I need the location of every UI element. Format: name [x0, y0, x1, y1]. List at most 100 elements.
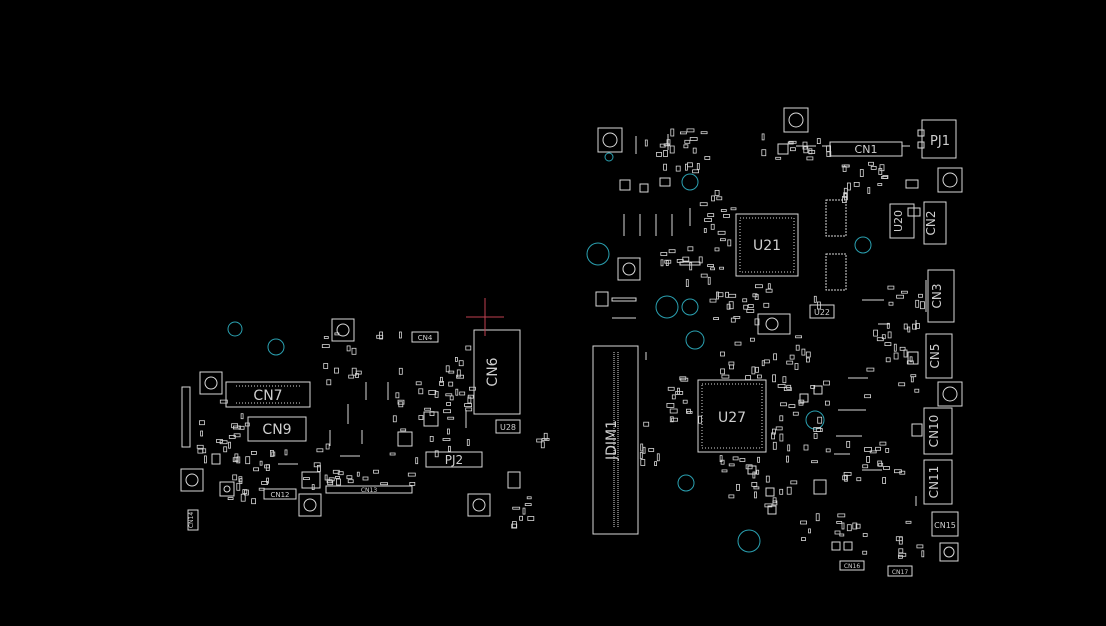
smd-pad: [216, 439, 223, 443]
smd-pad: [742, 298, 748, 303]
label-u20: U20: [892, 210, 905, 232]
smd-pad: [868, 161, 874, 166]
smd-pad: [767, 283, 771, 290]
smd-pad: [671, 417, 678, 422]
component-cn17[interactable]: CN17: [887, 565, 913, 577]
label-pj2: PJ2: [445, 453, 463, 467]
smd-pad: [836, 521, 843, 524]
component-cn4[interactable]: CN4: [411, 331, 439, 343]
smd-pad: [446, 428, 450, 435]
smd-pad: [757, 456, 760, 463]
smd-pad: [447, 445, 451, 452]
smd-pad: [311, 484, 315, 491]
mount-hole: [467, 493, 491, 517]
smd-pad: [803, 146, 809, 154]
component-u21[interactable]: U21: [735, 213, 799, 277]
smd-pad: [703, 228, 707, 233]
smd-pad: [467, 394, 474, 399]
smd-pad: [733, 315, 741, 319]
label-cn3: CN3: [930, 284, 944, 309]
smd-pad: [232, 457, 239, 463]
component-cn12[interactable]: CN12: [263, 488, 297, 500]
component-cn3[interactable]: CN3: [925, 269, 955, 323]
smd-pad: [264, 464, 271, 469]
smd-pad: [720, 459, 725, 465]
smd-pad: [907, 326, 911, 333]
smd-pad: [723, 213, 730, 218]
smd-pad: [640, 459, 646, 466]
component-cn5[interactable]: CN5: [925, 333, 953, 379]
smd-pad: [788, 140, 797, 144]
smd-pad: [692, 169, 699, 174]
smd-pad: [707, 213, 715, 218]
smd-pad: [719, 455, 723, 463]
smd-pad: [648, 448, 655, 452]
component-cn9[interactable]: CN9: [247, 416, 307, 442]
smd-pad: [877, 460, 883, 467]
component-cn13[interactable]: CN13: [325, 485, 413, 494]
smd-pad: [739, 458, 746, 462]
component-u20[interactable]: U20: [889, 203, 915, 239]
component-u27[interactable]: U27: [697, 379, 767, 453]
component-cn6[interactable]: CN6: [473, 329, 521, 415]
smd-pad: [707, 264, 714, 268]
smd-pad: [445, 365, 450, 373]
smd-pad: [795, 335, 802, 339]
smd-pad: [896, 294, 904, 299]
label-jdim1: JDIM1: [604, 420, 620, 461]
smd-pad: [847, 182, 851, 191]
smd-pad: [458, 360, 464, 367]
component-u28[interactable]: U28: [495, 419, 521, 434]
smd-pad: [834, 530, 841, 535]
smd-pad: [710, 267, 715, 271]
smd-pad: [825, 400, 830, 406]
smd-pad: [524, 503, 532, 507]
label-cn16: CN16: [844, 563, 860, 570]
smd-pad: [772, 497, 777, 504]
smd-pad: [434, 390, 439, 398]
smd-pad: [725, 291, 729, 298]
component-u22[interactable]: U22: [809, 304, 835, 319]
component-cn2[interactable]: CN2: [923, 201, 947, 245]
smd-pad: [259, 460, 263, 466]
smd-pad: [346, 475, 353, 480]
component-jdim1[interactable]: JDIM1: [592, 345, 639, 535]
mount-hole: [331, 318, 355, 342]
smd-pad: [720, 209, 727, 212]
smd-pad: [707, 276, 711, 285]
component-cn11[interactable]: CN11: [923, 459, 953, 505]
smd-pad: [787, 444, 791, 452]
label-cn5: CN5: [928, 344, 942, 369]
smd-pad: [347, 479, 354, 484]
smd-pad: [805, 351, 811, 358]
smd-pad: [698, 256, 703, 264]
smd-pad: [667, 386, 675, 391]
smd-pad: [526, 496, 532, 500]
smd-pad: [228, 441, 231, 449]
component-cn14[interactable]: CN14: [187, 509, 199, 531]
component-cn10[interactable]: CN10: [923, 407, 953, 455]
smd-pad: [839, 533, 845, 537]
component-pj1[interactable]: PJ1: [917, 119, 957, 159]
smd-pad: [743, 304, 749, 310]
smd-pad: [802, 141, 808, 150]
smd-pad: [710, 223, 715, 230]
label-cn14: CN14: [188, 512, 195, 528]
component-cn16[interactable]: CN16: [839, 560, 865, 571]
component-cn1[interactable]: CN1: [822, 141, 910, 157]
smd-pad: [316, 448, 324, 453]
smd-pad: [439, 376, 443, 383]
smd-pad: [671, 394, 676, 400]
component-cn15[interactable]: CN15: [931, 511, 959, 537]
component-cn7[interactable]: CN7: [225, 381, 311, 408]
smd-pad: [348, 374, 355, 379]
smd-pad: [324, 474, 328, 481]
smd-pad: [689, 137, 698, 141]
smd-pad: [245, 456, 251, 465]
smd-pad: [873, 329, 878, 337]
component-pj2[interactable]: PJ2: [425, 451, 483, 468]
smd-pad: [356, 471, 360, 477]
smd-pad: [750, 337, 755, 342]
